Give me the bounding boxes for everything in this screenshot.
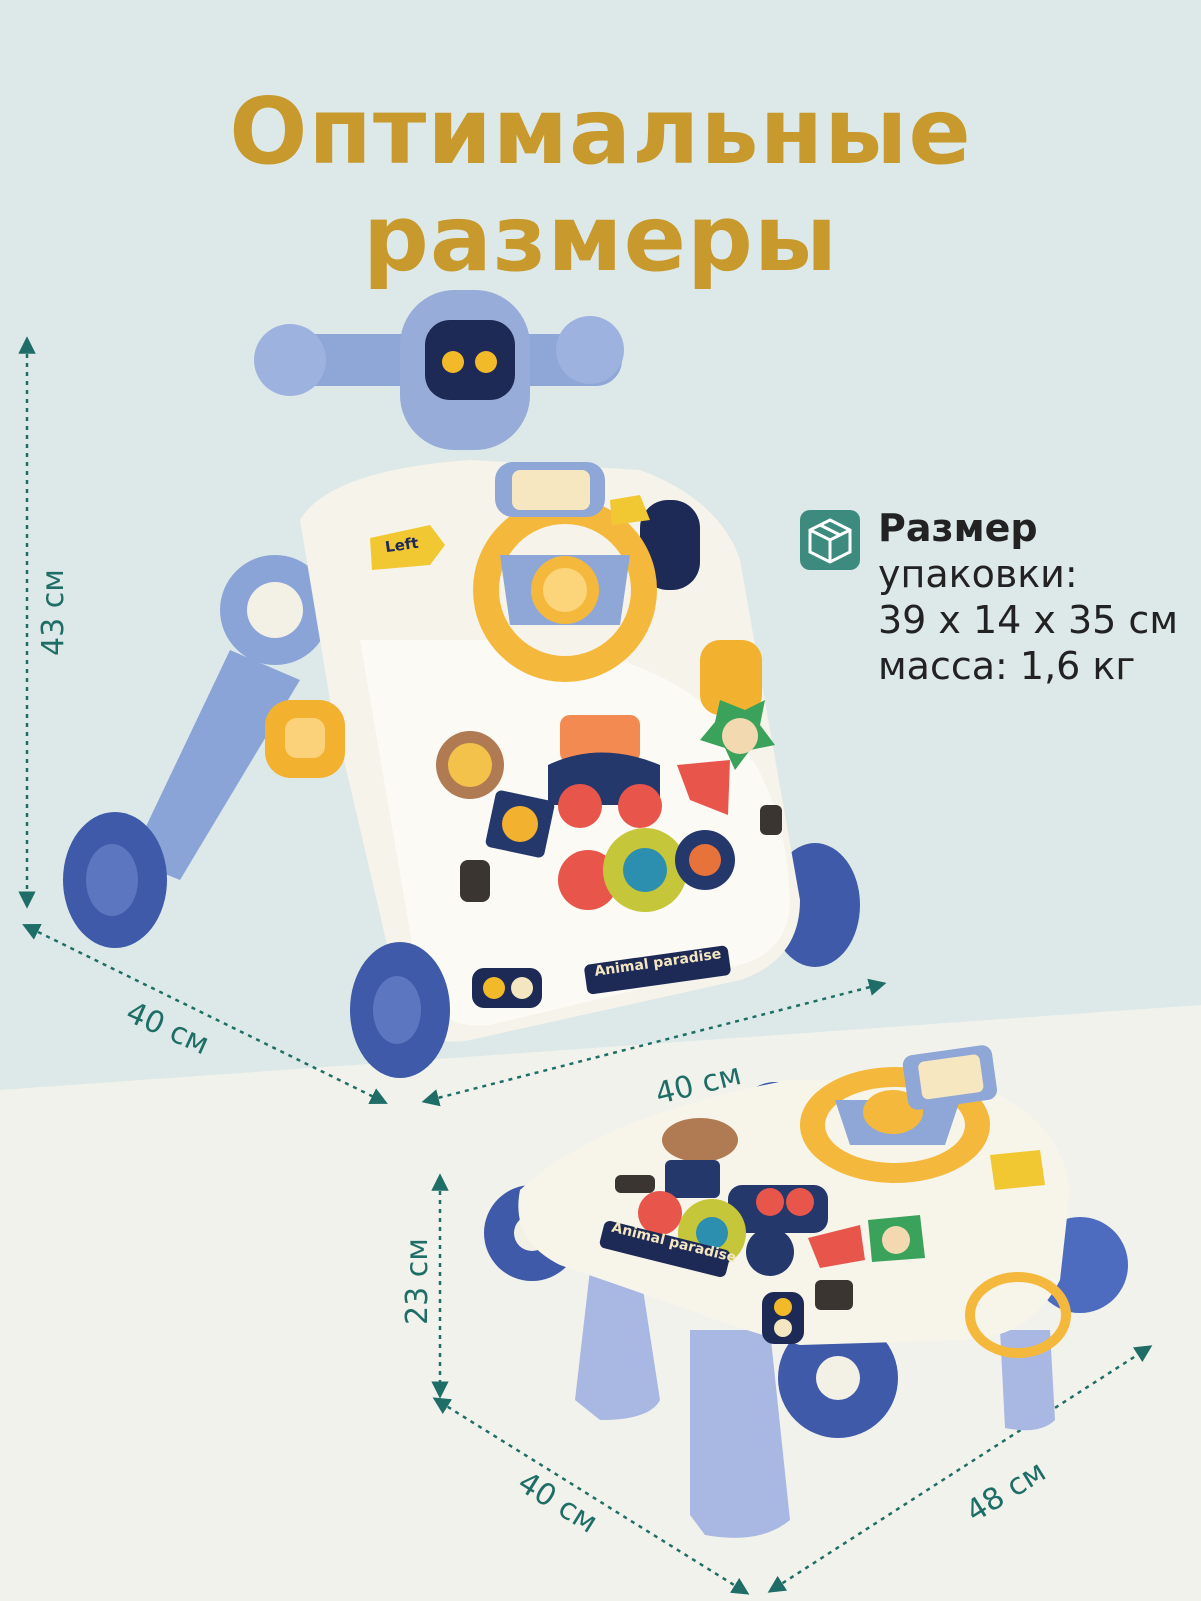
package-line-3: масса: 1,6 кг xyxy=(878,644,1136,688)
package-heading: Размер xyxy=(878,506,1038,550)
activity-table-toy xyxy=(484,1045,1128,1538)
walker-depth-line xyxy=(22,924,388,1104)
walker-height-label: 43 см xyxy=(36,569,71,656)
page-title: Оптимальные размеры xyxy=(229,78,972,292)
package-box-icon-art xyxy=(800,510,860,570)
walker-toy xyxy=(63,290,860,1078)
table-width-line xyxy=(767,1345,1153,1593)
package-info-text: Размер упаковки: 39 х 14 х 35 см масса: … xyxy=(878,505,1201,689)
table-height-label: 23 см xyxy=(400,1238,435,1325)
package-line-1: упаковки: xyxy=(878,552,1078,596)
package-line-2: 39 х 14 х 35 см xyxy=(878,598,1178,642)
